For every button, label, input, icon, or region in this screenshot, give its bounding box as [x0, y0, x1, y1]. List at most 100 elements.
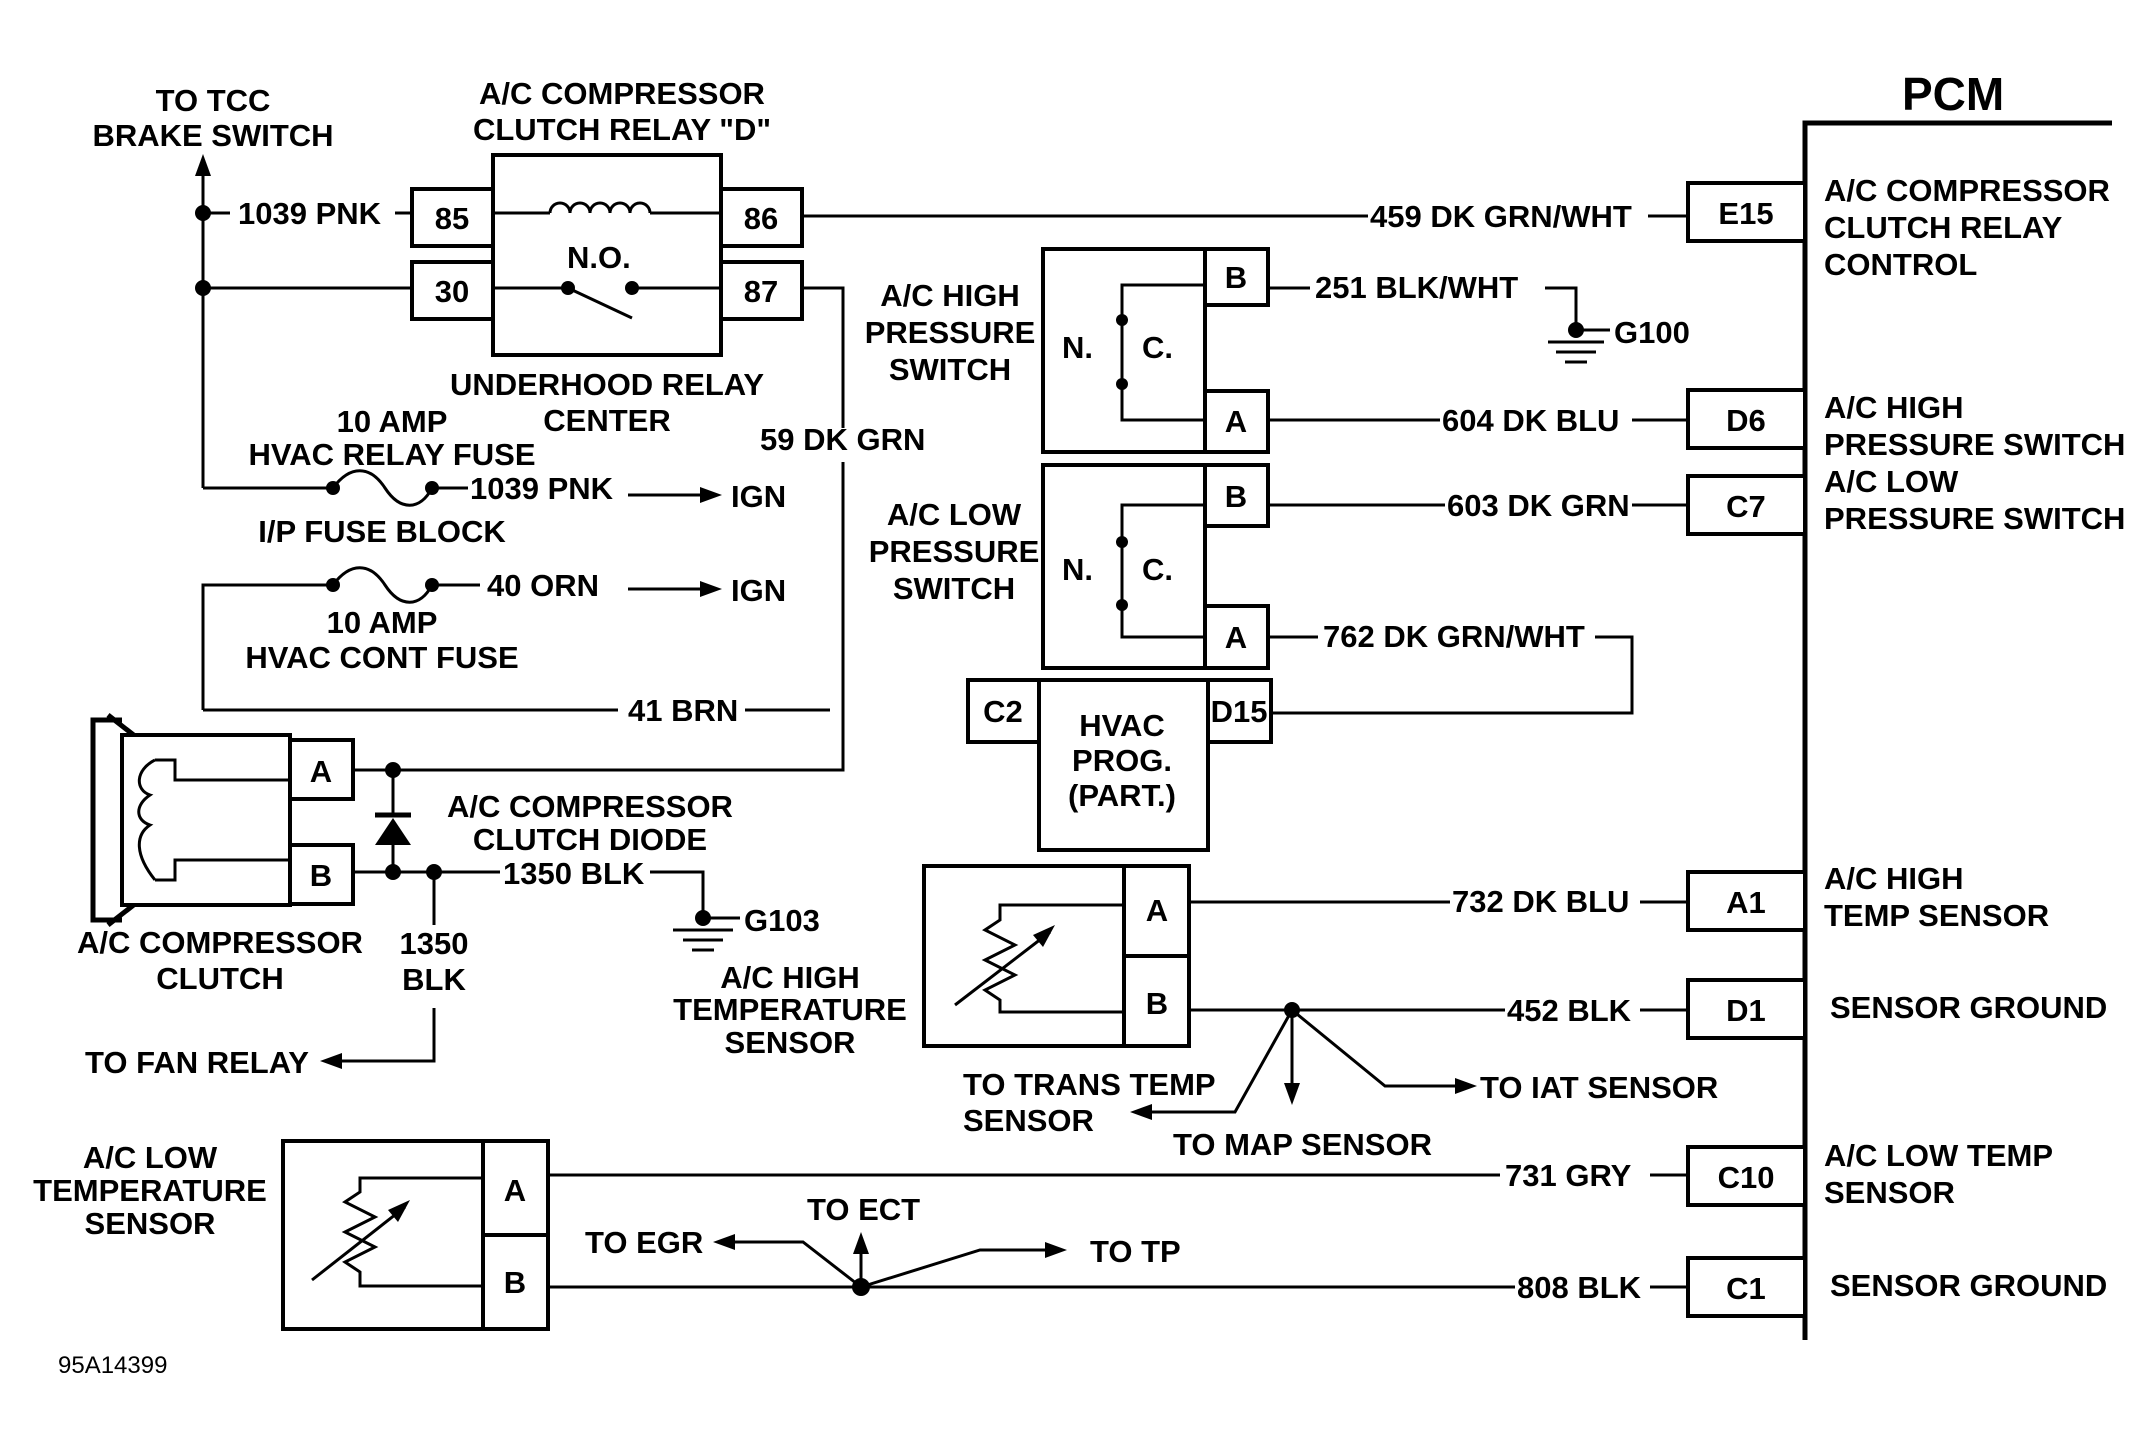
wire-label-41-brn: 41 BRN	[628, 693, 738, 728]
high-temp-label-line3: SENSOR	[725, 1025, 856, 1060]
ground-label-g103: G103	[744, 903, 820, 938]
pcm-title: PCM	[1902, 68, 2004, 120]
arrow-icon	[1033, 925, 1055, 947]
high-temp-label-line1: A/C HIGH	[720, 960, 860, 995]
pcm-pin-label: D6	[1726, 403, 1766, 438]
hvac-cont-fuse	[201, 566, 480, 710]
relay-contact-label: N.O.	[567, 240, 631, 275]
wire-label-1039-pnk: 1039 PNK	[238, 196, 382, 231]
wire-label-251: 251 BLK/WHT	[1315, 270, 1518, 305]
low-switch-label-line3: SWITCH	[893, 571, 1015, 606]
pcm-pin-a1: A1	[1686, 870, 1807, 932]
low-pressure-switch: B A N. C.	[1041, 463, 1270, 670]
fan-relay-label: TO FAN RELAY	[85, 1045, 309, 1080]
arrow-left-icon	[1130, 1104, 1152, 1120]
pcm-pin-label: C10	[1718, 1160, 1775, 1195]
thermistor-icon	[341, 1176, 483, 1288]
arrow-right-icon	[700, 487, 722, 503]
relay-pin-86: 86	[744, 201, 778, 236]
wire-label-40-orn: 40 ORN	[487, 568, 599, 603]
hvac-programmer: C2 D15 HVAC PROG. (PART.)	[966, 678, 1273, 852]
pcm-pin-d6: D6	[1686, 388, 1807, 450]
wire-label-1350-blk: 1350 BLK	[503, 856, 645, 891]
wire-label-1039-pnk-fuse: 1039 PNK	[470, 471, 614, 506]
arrow-down-icon	[1284, 1083, 1300, 1105]
pcm-pin-desc: TEMP SENSOR	[1824, 898, 2049, 933]
trans-temp-label-line1: TO TRANS TEMP	[963, 1067, 1216, 1102]
trans-temp-label-line2: SENSOR	[963, 1103, 1094, 1138]
relay-location-line2: CENTER	[543, 403, 670, 438]
wire-label-1350-line1: 1350	[400, 926, 469, 961]
clutch-label-line1: A/C COMPRESSOR	[77, 925, 363, 960]
ground-g103	[673, 910, 740, 952]
ground-label-g100: G100	[1614, 315, 1690, 350]
pcm-pin-e15: E15	[1686, 181, 1807, 243]
figure-id: 95A14399	[58, 1352, 167, 1379]
high-temp-pin-b: B	[1146, 986, 1168, 1021]
low-temp-label-line3: SENSOR	[85, 1206, 216, 1241]
ect-label: TO ECT	[807, 1192, 920, 1227]
wire-label-762: 762 DK GRN/WHT	[1323, 619, 1585, 654]
relay-fuse-label-line2: HVAC RELAY FUSE	[248, 437, 535, 472]
clutch-relay: A/C COMPRESSOR CLUTCH RELAY "D" 85 86 30…	[410, 76, 804, 438]
high-switch-n: N.	[1062, 330, 1093, 365]
wire-label-59-dk-grn: 59 DK GRN	[760, 422, 925, 457]
thermistor-icon	[981, 903, 1124, 1014]
relay-title-line2: CLUTCH RELAY "D"	[473, 112, 771, 147]
pcm-outline	[1802, 120, 2112, 1340]
pcm-pin-label: D1	[1726, 993, 1766, 1028]
clutch-coil	[137, 758, 157, 881]
arrow-icon	[388, 1200, 410, 1222]
wire-label-604: 604 DK BLU	[1442, 403, 1619, 438]
low-temp-pin-a: A	[504, 1173, 526, 1208]
hvac-pin-d15: D15	[1211, 694, 1268, 729]
high-switch-label-line2: PRESSURE	[865, 315, 1036, 350]
hvac-label-line3: (PART.)	[1068, 778, 1176, 813]
map-sensor-label: TO MAP SENSOR	[1173, 1127, 1432, 1162]
wire-label-808: 808 BLK	[1517, 1270, 1642, 1305]
low-switch-pin-b: B	[1225, 479, 1247, 514]
pcm-pin-desc: SENSOR	[1824, 1175, 1955, 1210]
pcm-pin-desc: PRESSURE SWITCH	[1824, 427, 2125, 462]
iat-sensor-label: TO IAT SENSOR	[1480, 1070, 1718, 1105]
pcm-pin-c10: C10	[1686, 1145, 1807, 1207]
tcc-label-line1: TO TCC	[156, 83, 271, 118]
pcm-pin-desc: SENSOR GROUND	[1830, 990, 2107, 1025]
pcm-pin-label: E15	[1718, 196, 1773, 231]
low-switch-label-line1: A/C LOW	[887, 497, 1022, 532]
pcm-pin-label: A1	[1726, 885, 1766, 920]
diode-label-line2: CLUTCH DIODE	[473, 822, 707, 857]
relay-location-line1: UNDERHOOD RELAY	[450, 367, 764, 402]
relay-pin-87: 87	[744, 274, 778, 309]
relay-fuse-label-line1: 10 AMP	[337, 404, 448, 439]
ign-label-2: IGN	[731, 573, 786, 608]
pcm-pin-desc: PRESSURE SWITCH	[1824, 501, 2125, 536]
high-switch-pin-b: B	[1225, 260, 1247, 295]
arrow-left-icon	[320, 1053, 342, 1069]
pcm-pin-desc: A/C HIGH	[1824, 390, 1964, 425]
ground-g100	[1548, 322, 1610, 364]
hvac-relay-fuse	[325, 469, 468, 507]
pcm-pin-c7: C7	[1686, 474, 1807, 536]
clutch-pin-b: B	[310, 858, 332, 893]
relay-switch-arm	[567, 286, 633, 320]
high-temp-sensor: A B	[922, 864, 1191, 1048]
relay-pin-85: 85	[435, 201, 469, 236]
arrow-up-icon	[853, 1232, 869, 1254]
high-pressure-switch: B A N. C.	[1041, 247, 1270, 454]
cont-fuse-label-line1: 10 AMP	[327, 605, 438, 640]
relay-pin-30: 30	[435, 274, 469, 309]
arrow-right-icon	[700, 581, 722, 597]
pcm-module: PCM E15 D6 C7 A1 D1 C10 C1	[1686, 68, 2125, 1340]
pcm-pin-label: C7	[1726, 489, 1766, 524]
high-switch-c: C.	[1142, 330, 1173, 365]
wire-label-732: 732 DK BLU	[1452, 884, 1629, 919]
relay-title-line1: A/C COMPRESSOR	[479, 76, 765, 111]
pcm-pin-c1: C1	[1686, 1256, 1807, 1318]
clutch-diode	[375, 770, 411, 872]
high-temp-label-line2: TEMPERATURE	[673, 992, 907, 1027]
diode-label-line1: A/C COMPRESSOR	[447, 789, 733, 824]
tp-label: TO TP	[1090, 1234, 1181, 1269]
arrow-right-icon	[1045, 1242, 1067, 1258]
pcm-pin-label: C1	[1726, 1271, 1766, 1306]
